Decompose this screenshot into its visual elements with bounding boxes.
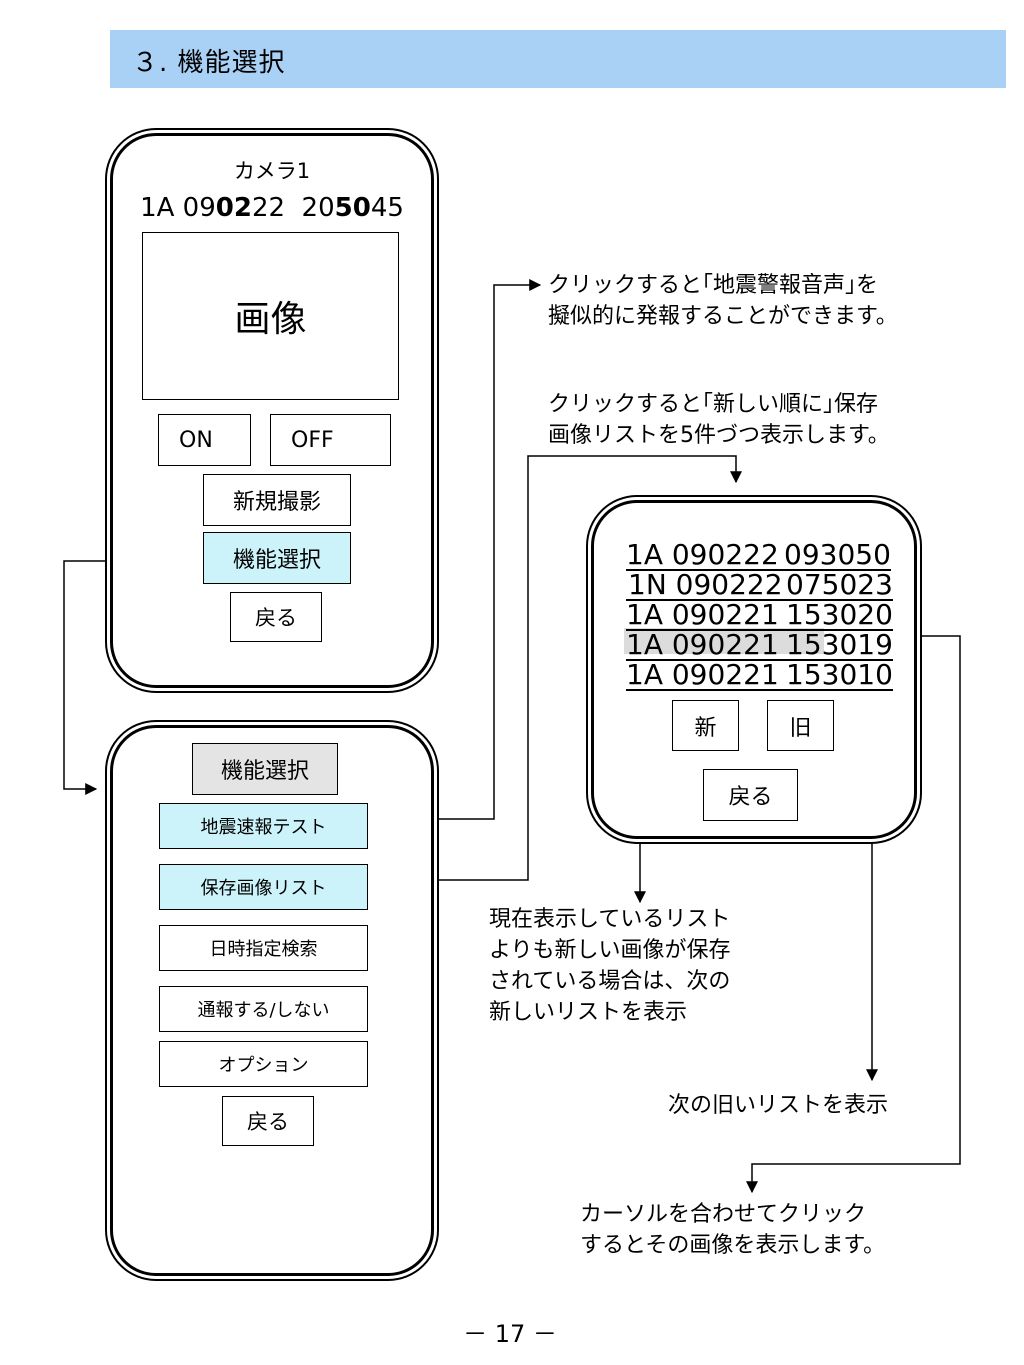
menu-item-label: 通報する/しない bbox=[197, 1000, 330, 1021]
menu-item-image-list[interactable]: 保存画像リスト bbox=[159, 864, 368, 910]
menu-item-label: 日時指定検索 bbox=[209, 939, 318, 960]
function-select-label: 機能選択 bbox=[232, 548, 321, 573]
function-menu-title-label: 機能選択 bbox=[220, 759, 309, 784]
menu-item-quake-test[interactable]: 地震速報テスト bbox=[159, 803, 368, 849]
menu-item-label: 保存画像リスト bbox=[200, 878, 327, 899]
record-id-part: 02 bbox=[215, 193, 252, 223]
camera-image: 画像 bbox=[142, 232, 399, 400]
function-select-button[interactable]: 機能選択 bbox=[203, 532, 351, 584]
arrow-image-list-to-list bbox=[368, 455, 742, 881]
record-id-part: 45 bbox=[370, 193, 404, 223]
menu-item-notify-toggle[interactable]: 通報する/しない bbox=[159, 986, 368, 1032]
off-button-label: OFF bbox=[291, 427, 334, 453]
menu-item-label: オプション bbox=[218, 1055, 309, 1076]
note-cursor: カーソルを合わせてクリック するとその画像を表示します。 bbox=[580, 1202, 886, 1258]
on-button[interactable]: ON bbox=[158, 414, 251, 466]
list-back-label: 戻る bbox=[728, 785, 773, 810]
function-menu-title: 機能選択 bbox=[192, 743, 338, 795]
camera-image-label: 画像 bbox=[234, 299, 307, 340]
camera-name: カメラ1 bbox=[233, 159, 311, 183]
camera-back-button[interactable]: 戻る bbox=[230, 592, 322, 642]
menu-item-datetime-search[interactable]: 日時指定検索 bbox=[159, 925, 368, 971]
page-number: － 17 － bbox=[463, 1320, 557, 1348]
menu-item-label: 地震速報テスト bbox=[200, 817, 327, 838]
note-older: 次の旧いリストを表示 bbox=[668, 1093, 889, 1118]
list-row-id: 1N 090222 bbox=[628, 568, 783, 601]
note-newer: 現在表示しているリスト よりも新しい画像が保存 されている場合は、次の 新しいリ… bbox=[489, 907, 731, 1025]
off-button[interactable]: OFF bbox=[270, 414, 391, 466]
older-button[interactable]: 旧 bbox=[767, 700, 834, 751]
list-row-time: 153020 bbox=[786, 598, 893, 631]
list-row-id: 1A 090221 bbox=[626, 628, 779, 661]
record-id-part: 1A 09 bbox=[140, 193, 216, 223]
highlighted-row-bg bbox=[624, 628, 824, 654]
menu-back-label: 戻る bbox=[247, 1110, 289, 1134]
record-id-part: 50 bbox=[334, 193, 371, 223]
camera-back-label: 戻る bbox=[255, 606, 297, 630]
list-row-time: 153010 bbox=[786, 658, 893, 691]
menu-back-button[interactable]: 戻る bbox=[222, 1096, 314, 1146]
record-id-part: 22 20 bbox=[251, 193, 335, 223]
list-row-time: 075023 bbox=[786, 568, 893, 601]
section-title: ３. 機能選択 bbox=[132, 48, 286, 78]
newer-button[interactable]: 新 bbox=[672, 700, 739, 751]
on-button-label: ON bbox=[179, 427, 213, 453]
newer-button-label: 新 bbox=[694, 715, 717, 741]
note-image-list: クリックすると｢新しい順に｣保存 画像リストを5件づつ表示します。 bbox=[548, 392, 890, 448]
new-capture-label: 新規撮影 bbox=[232, 490, 321, 515]
record-id: 1A 090222 205045 bbox=[110, 193, 434, 223]
note-quake-test: クリックすると｢地震警報音声｣を 擬似的に発報することができます。 bbox=[548, 273, 898, 329]
list-back-button[interactable]: 戻る bbox=[703, 769, 798, 821]
menu-item-options[interactable]: オプション bbox=[159, 1041, 368, 1087]
list-row-id: 1A 090222 bbox=[626, 538, 779, 571]
new-capture-button[interactable]: 新規撮影 bbox=[203, 474, 351, 526]
list-row-time: 093050 bbox=[784, 538, 891, 571]
section-header: ３. 機能選択 bbox=[110, 30, 1006, 88]
list-row-id: 1A 090221 bbox=[626, 598, 779, 631]
older-button-label: 旧 bbox=[789, 715, 812, 741]
arrow-row-to-note bbox=[746, 635, 961, 1194]
list-row-time: 153019 bbox=[786, 628, 893, 661]
list-row-id: 1A 090221 bbox=[626, 658, 779, 691]
